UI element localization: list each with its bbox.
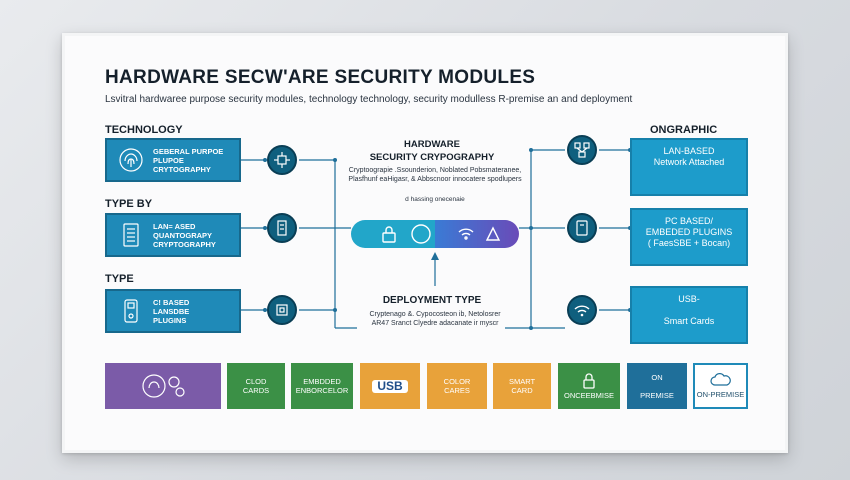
poster-frame: HARDWARE SECW'ARE SECURITY MODULES Lsvit… bbox=[62, 33, 788, 453]
shield-ring-icon bbox=[411, 224, 431, 244]
server-rack-icon bbox=[123, 223, 139, 247]
tile-fingerprint bbox=[105, 363, 221, 409]
server-icon bbox=[277, 220, 287, 236]
left-box-technology: GEBERAL PURPOE PLUPOE CRYTOGRAPHY bbox=[105, 138, 241, 182]
fingerprint-icon bbox=[119, 148, 143, 172]
right-box-lan-based: LAN-BASED Network Attached bbox=[630, 138, 748, 196]
fingerprint-gear-icon bbox=[142, 374, 185, 398]
tile-on-premise-cloud: ON-PREMISE bbox=[693, 363, 748, 409]
padlock-icon bbox=[583, 372, 595, 389]
poster: HARDWARE SECW'ARE SECURITY MODULES Lsvit… bbox=[65, 36, 785, 450]
network-circle bbox=[567, 135, 597, 165]
connector-lines bbox=[241, 148, 632, 330]
left-box-text: LAN= ASED QUANTOGRAPY CRYPTOGRAPHY bbox=[153, 221, 216, 249]
wifi-icon bbox=[574, 305, 590, 317]
right-heading: ONGRAPHIC bbox=[650, 124, 718, 136]
usb-device-icon bbox=[124, 299, 138, 323]
right-box-pc-based: PC BASED/ EMBEDED PLUGINS ( FaesSBE + Bo… bbox=[630, 208, 748, 266]
tile-on-premise: ON PREMISE bbox=[627, 363, 687, 409]
left-box-text: GEBERAL PURPOE PLUPOE CRYTOGRAPHY bbox=[153, 146, 224, 174]
pc-module-icon bbox=[576, 220, 588, 236]
left-box-type: C! BASED LANSDBE PLUGINS bbox=[105, 289, 241, 333]
section-label-technology: TECHNOLOGY bbox=[105, 124, 183, 136]
circuit-icon bbox=[274, 152, 290, 168]
right-box-text: USB- Smart Cards bbox=[663, 294, 715, 326]
pc-circle bbox=[567, 213, 597, 243]
wifi-icon bbox=[458, 228, 474, 236]
wireless-circle bbox=[567, 295, 597, 325]
deployment-title: DEPLOYMENT TYPE bbox=[382, 295, 482, 306]
deployment-description: Cryptenago &. Cypocosteon ib, Netolosrer… bbox=[369, 311, 501, 327]
left-box-text: C! BASED LANSDBE PLUGINS bbox=[153, 297, 190, 325]
chip-icon bbox=[276, 304, 288, 316]
tile-embedded: EMBDDED ENBORCELOR bbox=[291, 363, 353, 409]
triangle-icon bbox=[485, 226, 501, 241]
circuit-circle bbox=[267, 145, 297, 175]
tile-smart-card: SMART CARD bbox=[493, 363, 551, 409]
right-box-usb: USB- Smart Cards bbox=[630, 286, 748, 344]
right-box-text: LAN-BASED Network Attached bbox=[653, 146, 725, 167]
usb-label: USB bbox=[372, 379, 408, 393]
section-label-type-by: TYPE BY bbox=[105, 198, 153, 210]
tile-on-premise-lock: ONCEEBMISE bbox=[558, 363, 620, 409]
center-note: d hassing onecenaie bbox=[405, 196, 465, 203]
server-circle bbox=[267, 213, 297, 243]
tile-color-cards: COLOR CARES bbox=[427, 363, 487, 409]
capsule-icons bbox=[382, 224, 501, 244]
poster-title: HARDWARE SECW'ARE SECURITY MODULES bbox=[105, 67, 536, 88]
poster-subtitle: Lsvitral hardwaree purpose security modu… bbox=[105, 94, 633, 105]
tile-cloud-cards: CLOD CARDS bbox=[227, 363, 285, 409]
tile-label: ON-PREMISE bbox=[696, 390, 745, 399]
tile-usb: USB bbox=[360, 363, 420, 409]
center-title: HARDWARE SECURITY CRYPOGRAPHY bbox=[369, 139, 495, 163]
section-label-type: TYPE bbox=[105, 273, 134, 285]
padlock-icon bbox=[382, 232, 396, 243]
tile-label: ONCEEBMISE bbox=[563, 390, 614, 400]
chip-circle bbox=[267, 295, 297, 325]
center-description: Cryptoograpie .Ssounderion, Noblated Pob… bbox=[348, 167, 522, 183]
capsule-right bbox=[435, 220, 519, 248]
left-box-type-by: LAN= ASED QUANTOGRAPY CRYPTOGRAPHY bbox=[105, 213, 241, 257]
right-box-text: PC BASED/ EMBEDED PLUGINS ( FaesSBE + Bo… bbox=[645, 216, 733, 248]
cloud-icon bbox=[709, 373, 731, 386]
network-nodes-icon bbox=[574, 142, 590, 158]
